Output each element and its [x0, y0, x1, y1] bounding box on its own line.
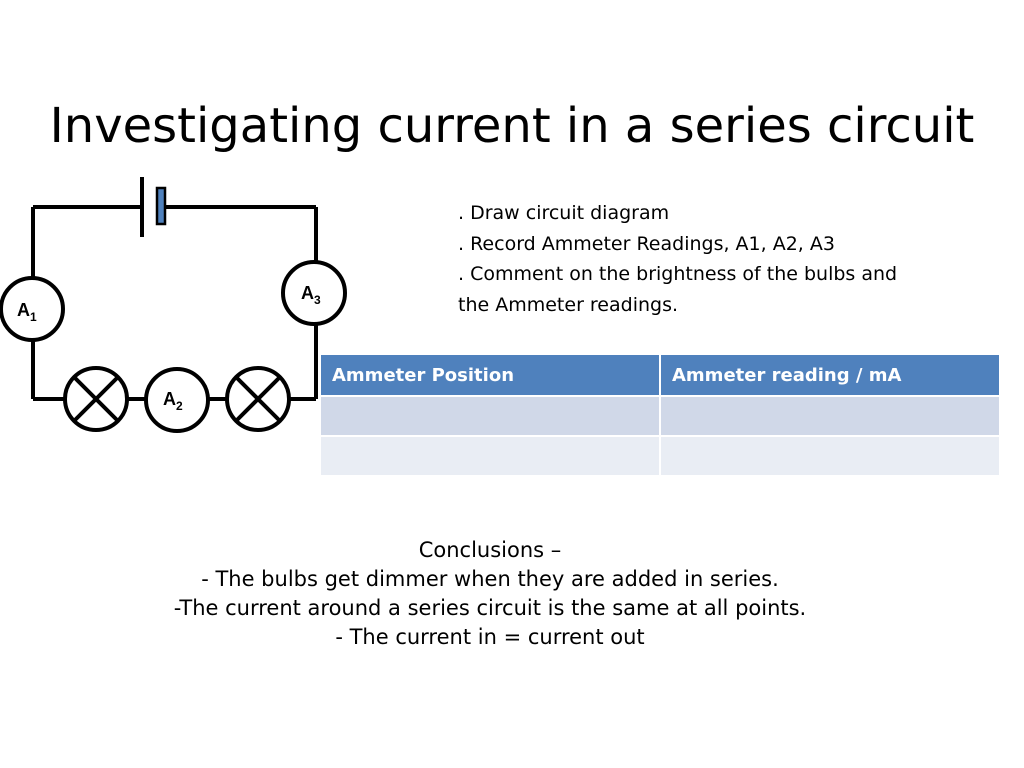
instruction-line: . Record Ammeter Readings, A1, A2, A3 [458, 232, 835, 255]
table-cell[interactable] [659, 435, 1001, 477]
table-header-row: Ammeter Position Ammeter reading / mA [319, 353, 1001, 397]
conclusion-line: -The current around a series circuit is … [173, 596, 807, 620]
instruction-line: . Comment on the brightness of the bulbs… [458, 263, 898, 285]
ammeter-a1-label: A1 [17, 300, 37, 324]
circuit-diagram: A1 A2 A3 [0, 177, 347, 433]
header-ammeter-reading: Ammeter reading / mA [659, 353, 1001, 397]
lamp-2 [225, 366, 291, 432]
table-cell[interactable] [319, 395, 661, 437]
ammeter-a1: A1 [0, 276, 65, 342]
table-row [319, 435, 1001, 477]
ammeter-a2: A2 [144, 367, 210, 433]
battery-cell [140, 177, 167, 237]
header-ammeter-position: Ammeter Position [319, 353, 661, 397]
conclusions-heading: Conclusions – [418, 538, 562, 562]
ammeter-readings-table: Ammeter Position Ammeter reading / mA [319, 353, 1001, 477]
ammeter-a2-label: A2 [163, 389, 183, 413]
table-cell[interactable] [659, 395, 1001, 437]
instruction-line: the Ammeter readings. [458, 293, 679, 316]
lamp-1 [63, 366, 129, 432]
table-row [319, 395, 1001, 437]
slide-title: Investigating current in a series circui… [49, 98, 975, 155]
ammeter-a3-label: A3 [301, 283, 321, 307]
conclusion-line: - The bulbs get dimmer when they are add… [201, 567, 779, 591]
conclusion-line: - The current in = current out [335, 625, 645, 649]
instructions: . Draw circuit diagram . Record Ammeter … [458, 198, 978, 320]
circuit-wires [31, 205, 318, 401]
instruction-line: . Draw circuit diagram [458, 202, 670, 224]
ammeter-a3: A3 [281, 260, 347, 326]
table-cell[interactable] [319, 435, 661, 477]
conclusions: Conclusions – - The bulbs get dimmer whe… [0, 536, 980, 652]
